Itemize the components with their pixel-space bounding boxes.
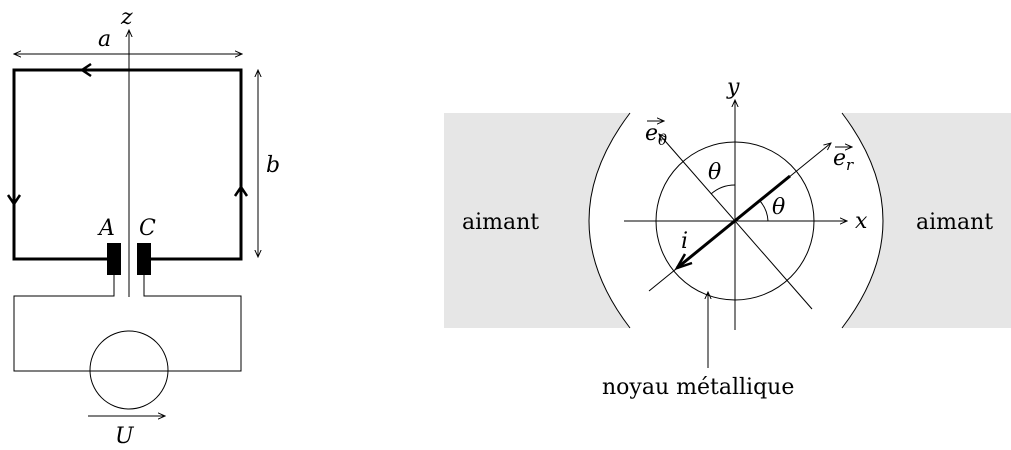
e-theta-label: eθ xyxy=(645,121,667,149)
conductor-segment xyxy=(676,174,791,270)
voltage-U-label: U xyxy=(115,424,135,445)
brush-C-label: C xyxy=(139,216,156,241)
magnet-right xyxy=(842,113,1011,328)
brush-A-label: A xyxy=(97,216,115,241)
generator-symbol xyxy=(89,330,169,410)
dimension-a-label: a xyxy=(98,27,111,52)
current-arrow-i xyxy=(674,253,693,271)
coil-current-arrow-top xyxy=(79,62,92,78)
brush-A xyxy=(107,243,121,275)
magnet-left xyxy=(444,113,630,328)
z-axis-label: z xyxy=(120,5,133,30)
brush-C xyxy=(137,243,151,275)
magnet-left-pole-face xyxy=(588,112,631,329)
dimension-b-label: b xyxy=(266,153,280,178)
core-label: noyau métallique xyxy=(602,375,794,400)
coil-loop xyxy=(12,68,243,261)
x-axis-label: x xyxy=(855,209,868,234)
coil-current-arrow-left xyxy=(6,194,22,207)
angle-theta-top-label: θ xyxy=(708,160,721,185)
magnet-right-label: aimant xyxy=(916,210,993,235)
angle-theta-right-label: θ xyxy=(772,195,785,220)
right-figure: aimant aimant x y eθ er i θ θ noyau méta… xyxy=(444,75,1011,400)
coil-current-arrow-right xyxy=(233,184,249,197)
left-figure: z a b A C U xyxy=(6,5,280,449)
magnet-left-label: aimant xyxy=(462,210,539,235)
external-circuit xyxy=(13,275,242,372)
angle-theta-right-arc xyxy=(759,200,769,222)
current-i-label: i xyxy=(681,229,688,254)
e-r-label: er xyxy=(833,146,854,174)
y-axis-label: y xyxy=(726,75,740,100)
magnet-right-pole-face xyxy=(841,112,884,329)
angle-theta-top-arc xyxy=(710,184,736,195)
